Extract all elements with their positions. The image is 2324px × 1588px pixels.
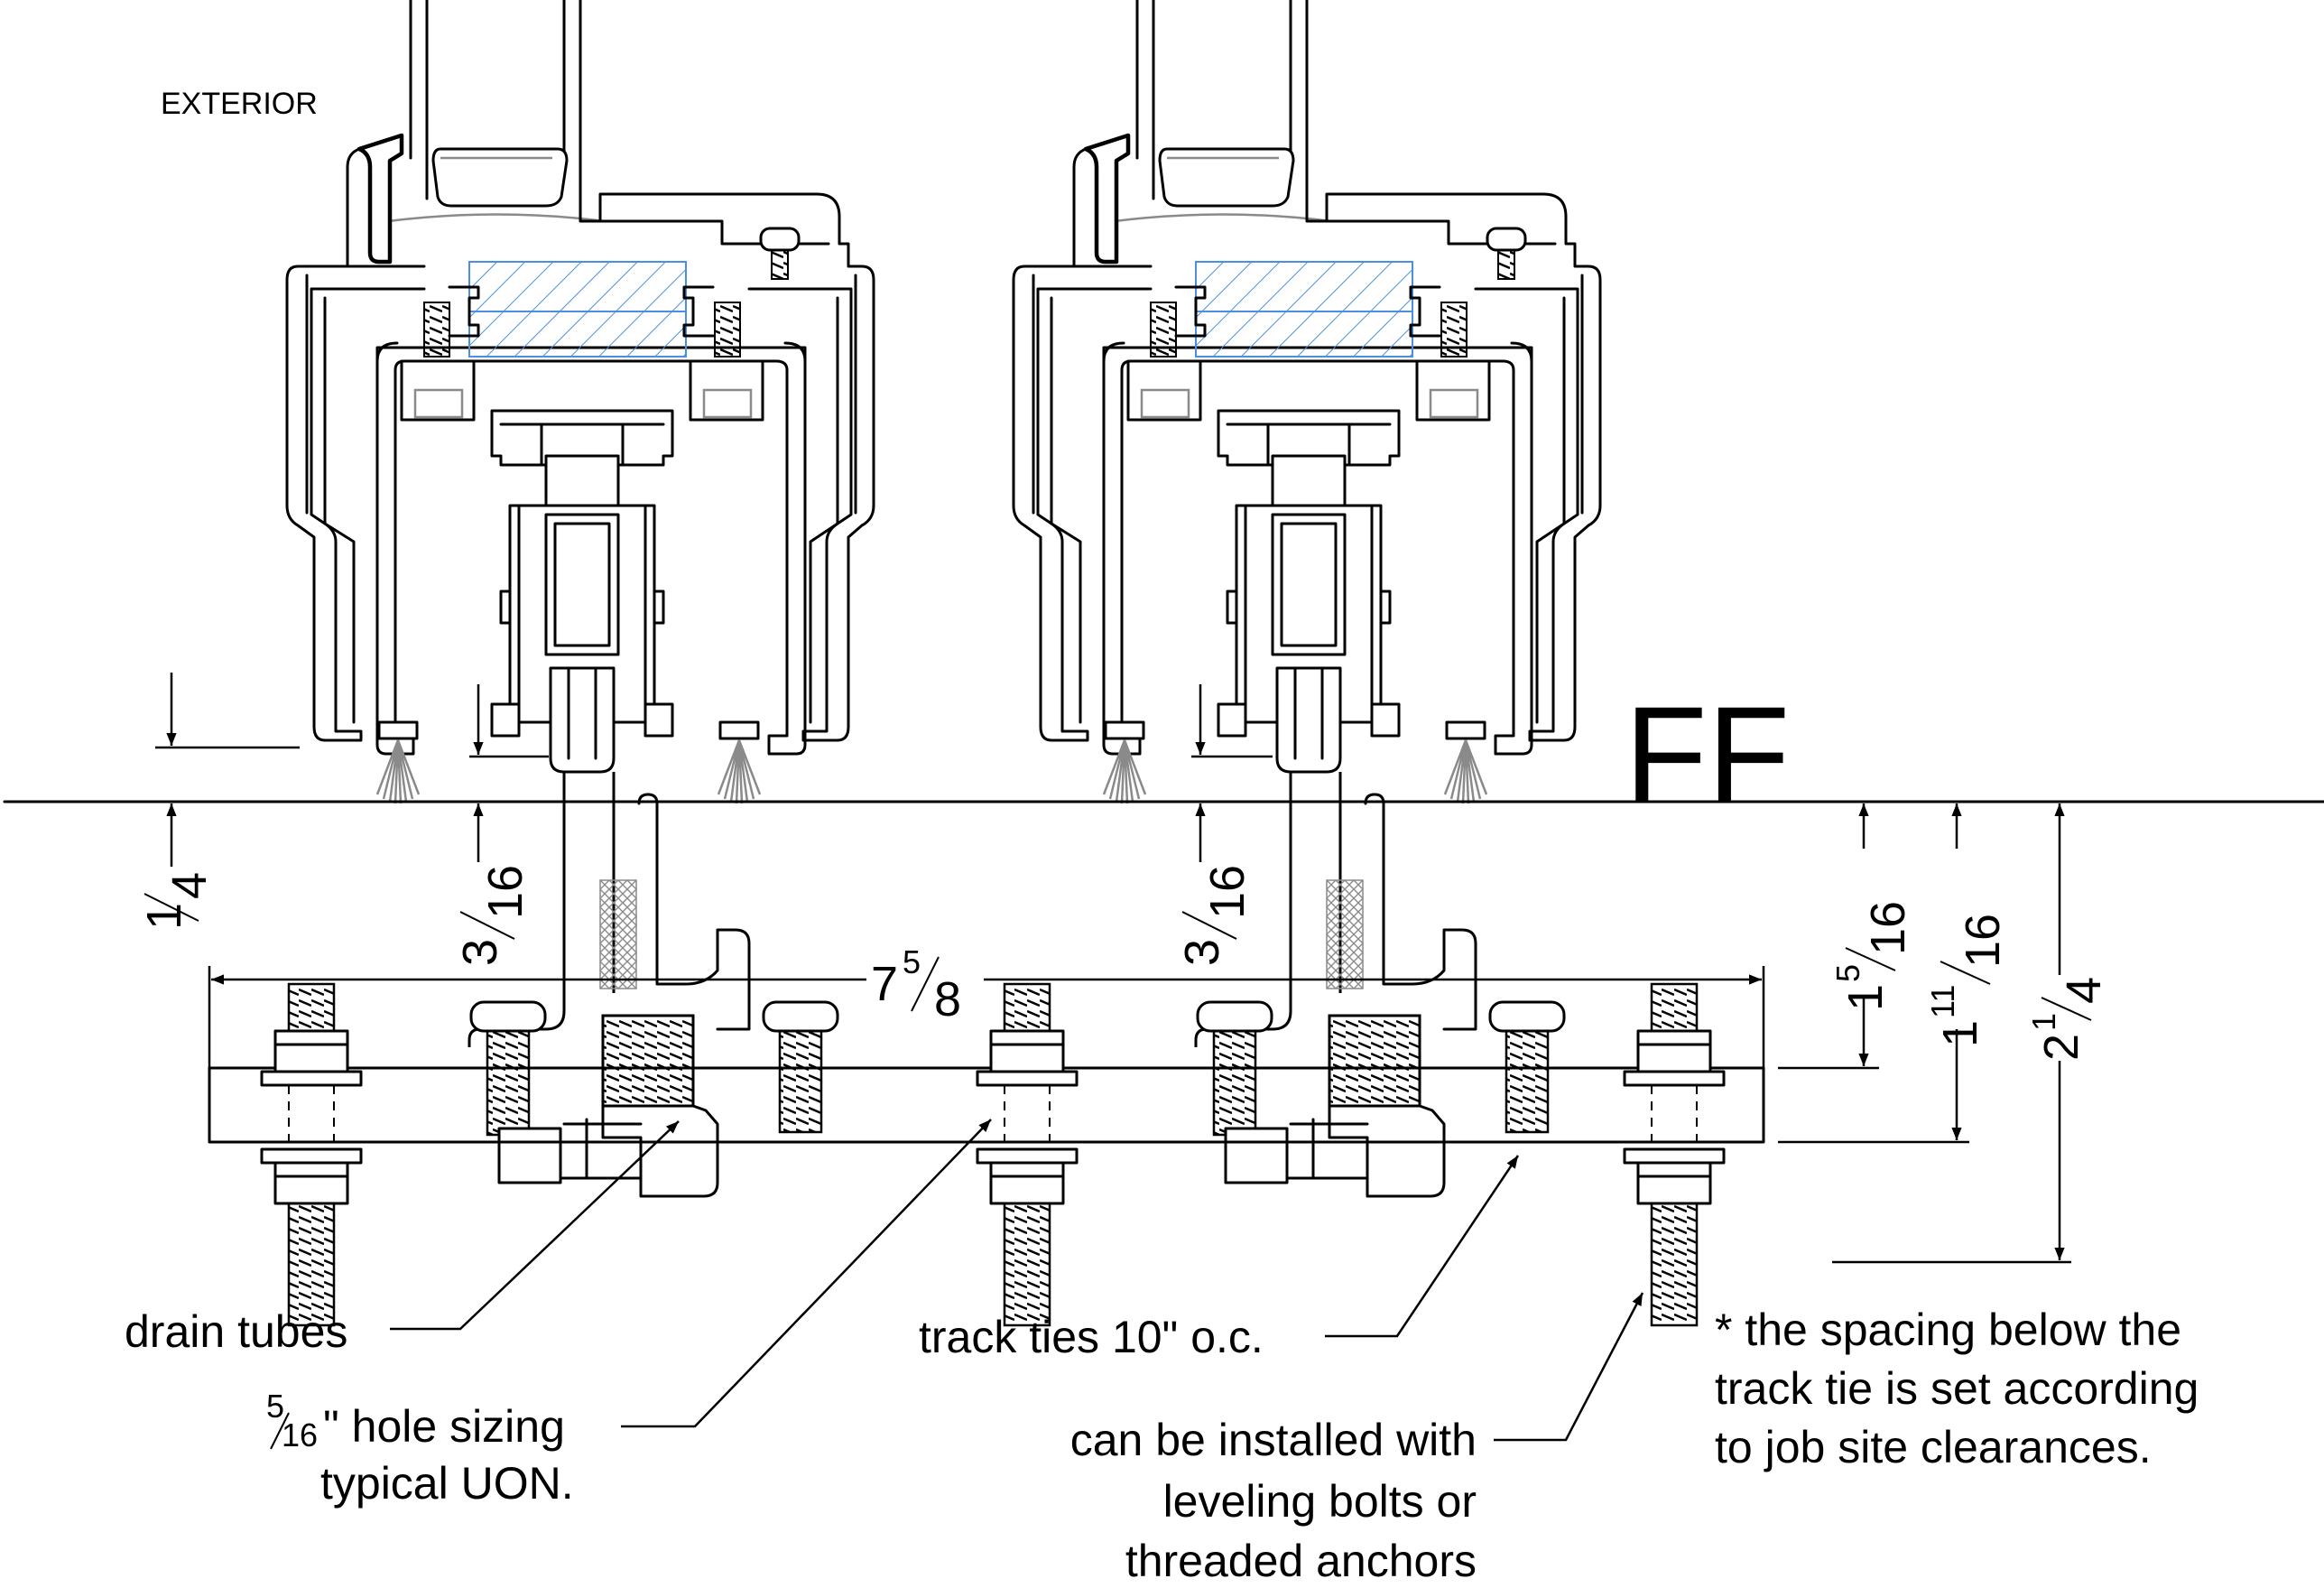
track-ties-label: track ties 10" o.c.: [919, 1312, 1264, 1362]
leveling-bolt-2: [976, 982, 1079, 1327]
dim-text-three-sixteenths-left: 3 16: [453, 865, 532, 966]
svg-text:16: 16: [1861, 901, 1915, 955]
svg-text:8: 8: [934, 972, 961, 1026]
dimension-one-eleven-sixteenths: [1778, 803, 1969, 1144]
exterior-label: EXTERIOR: [161, 87, 318, 121]
install-note: can be installed with leveling bolts or …: [1070, 1415, 1477, 1586]
svg-text:1: 1: [1838, 984, 1893, 1011]
svg-text:3: 3: [1175, 939, 1229, 966]
leveling-bolt-3: [1623, 982, 1726, 1327]
right-track-assembly: [1014, 0, 1600, 1196]
svg-text:to job site clearances.: to job site clearances.: [1715, 1422, 2152, 1472]
svg-text:" hole sizing: " hole sizing: [323, 1401, 565, 1452]
dimension-seven-five-eighths: [208, 966, 1765, 1068]
svg-text:3: 3: [453, 939, 507, 966]
svg-text:5: 5: [903, 943, 921, 980]
svg-text:11: 11: [1924, 985, 1961, 1018]
leader-track-ties: [1325, 1155, 1520, 1338]
dimension-three-sixteenths-left: [469, 684, 549, 862]
dim-text-three-sixteenths-right: 3 16: [1175, 865, 1255, 966]
svg-text:1: 1: [1933, 1020, 1987, 1047]
dim-text-one-five-sixteenths: 1 5 16: [1829, 901, 1915, 1011]
svg-text:4: 4: [162, 872, 217, 899]
svg-text:5: 5: [266, 1388, 284, 1425]
drain-tubes-label: drain tubes: [125, 1306, 347, 1357]
svg-text:can be installed with: can be installed with: [1070, 1415, 1477, 1465]
dimension-quarter: [155, 673, 300, 867]
svg-text:* the spacing below the: * the spacing below the: [1715, 1305, 2181, 1355]
dim-text-quarter: 1 4: [137, 872, 217, 930]
dimension-two-quarter: [1832, 803, 2071, 1264]
leader-install: [1494, 1292, 1644, 1442]
finish-floor-label: FF: [1625, 678, 1790, 830]
svg-text:16: 16: [1200, 865, 1255, 919]
dim-text-seven-five-eighths: 7 5 8: [871, 943, 961, 1026]
svg-text:4: 4: [2057, 977, 2111, 1004]
spacing-note: * the spacing below the track tie is set…: [1715, 1305, 2199, 1472]
hole-sizing-label: 5 16 " hole sizing typical UON.: [266, 1388, 574, 1509]
dimension-one-five-sixteenths: [1778, 803, 1879, 1070]
svg-text:threaded anchors: threaded anchors: [1125, 1536, 1477, 1586]
svg-text:1: 1: [2025, 1013, 2062, 1031]
svg-text:16: 16: [1956, 914, 2010, 968]
svg-text:1: 1: [137, 903, 191, 930]
svg-text:16: 16: [478, 865, 532, 919]
svg-text:2: 2: [2034, 1034, 2088, 1061]
left-track-assembly: [287, 0, 874, 1196]
svg-text:16: 16: [282, 1416, 318, 1453]
dim-text-two-quarter: 2 1 4: [2025, 977, 2111, 1061]
svg-text:typical UON.: typical UON.: [320, 1458, 574, 1509]
svg-text:7: 7: [871, 957, 898, 1011]
leveling-bolt-1: [260, 982, 363, 1327]
track-tie-bar: [208, 1066, 1765, 1144]
dim-text-one-eleven-sixteenths: 1 11 16: [1924, 914, 2010, 1047]
leader-drain-tubes: [390, 1120, 680, 1331]
svg-text:5: 5: [1829, 964, 1866, 982]
svg-text:leveling bolts or: leveling bolts or: [1163, 1476, 1477, 1527]
leader-hole-sizing: [621, 1119, 992, 1428]
svg-text:track tie is set according: track tie is set according: [1715, 1363, 2199, 1414]
dimension-three-sixteenths-right: [1191, 684, 1273, 862]
